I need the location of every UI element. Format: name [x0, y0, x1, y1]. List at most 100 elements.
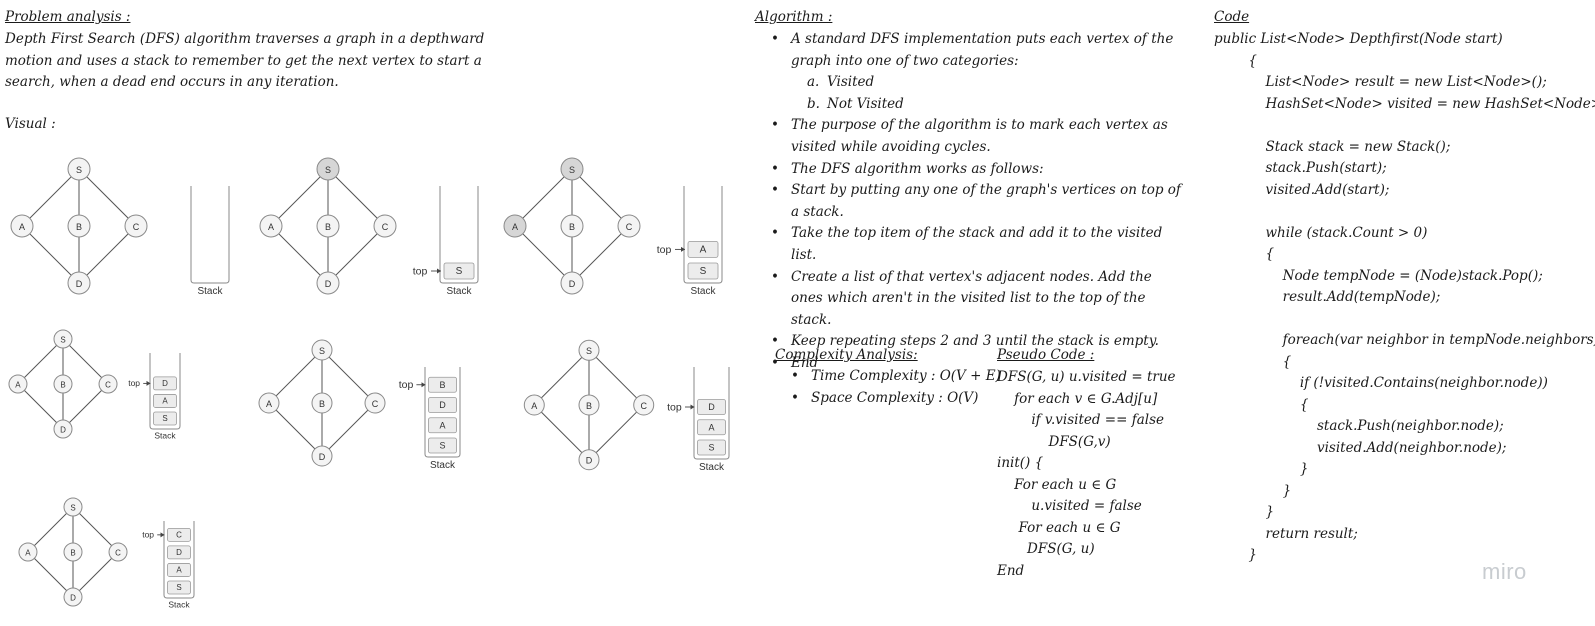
stack-container [693, 367, 730, 460]
graph-node [617, 214, 641, 238]
graph-node-label: A [268, 222, 274, 232]
graph-node-label: D [70, 593, 76, 602]
graph-node-label: B [60, 380, 65, 389]
graph-node [108, 542, 128, 562]
graph-node-label: D [60, 425, 66, 434]
graph-node-label: C [640, 401, 647, 411]
stack-item [697, 419, 726, 436]
graph-node-label: C [372, 399, 379, 409]
graph-node [364, 392, 386, 414]
complexity-item: •Time Complexity : O(V + E) [791, 368, 1001, 384]
code-line: Node tempNode = (Node)stack.Pop(); [1214, 267, 1543, 284]
complexity-list: •Time Complexity : O(V + E) •Space Compl… [775, 366, 1001, 409]
stack-label: Stack [699, 462, 725, 473]
code-line: stack.Push(neighbor.node); [1214, 418, 1504, 434]
graph-node-label: D [76, 279, 83, 289]
graph-node-label: A [25, 548, 31, 557]
graph-node [67, 214, 91, 238]
algorithm-heading: Algorithm : [755, 9, 833, 25]
graph-edge [21, 168, 80, 227]
stack-item-label: D [439, 400, 446, 410]
problem-heading: Problem analysis : [5, 9, 131, 25]
graph-node [311, 339, 333, 361]
pseudo-code-line: DFS(G,v) [997, 433, 1111, 450]
graph-node [316, 157, 340, 181]
stack-item-label: D [176, 548, 182, 557]
graph-node-label: B [586, 401, 592, 411]
stack-top-label: top [142, 530, 154, 540]
graph-node-label: C [626, 222, 633, 232]
graph-edge [17, 338, 64, 385]
pseudo-code-line: End [997, 562, 1025, 579]
stack-item [428, 437, 457, 454]
graph-node [63, 587, 83, 607]
graph-node [124, 214, 148, 238]
graph-node-label: S [325, 165, 331, 175]
code-line: { [1214, 396, 1309, 413]
code-line: } [1214, 547, 1257, 563]
graph-node-label: S [70, 503, 75, 512]
graph-node [503, 214, 527, 238]
algorithm-step: •The DFS algorithm works as follows: [771, 160, 1044, 177]
graph-edge [533, 349, 590, 406]
graph-edge [533, 404, 590, 461]
stack-container [439, 186, 479, 284]
code-line: } [1214, 482, 1292, 499]
graph-node-label: S [319, 346, 325, 356]
algorithm-step: •The purpose of the algorithm is to mark… [771, 117, 1168, 155]
stack-item-label: A [700, 245, 707, 256]
stack-item [153, 394, 177, 408]
graph-node [259, 214, 283, 238]
pseudo-code-line: u.visited = false [997, 498, 1142, 514]
stack-top-arrowhead [681, 246, 685, 252]
stack-item [687, 240, 719, 258]
stack-item-label: A [439, 420, 445, 430]
stack-item [697, 399, 726, 415]
graph-edge [588, 349, 645, 406]
graph-node [258, 392, 280, 414]
graph-node [578, 339, 600, 361]
algorithm-step: •End [771, 354, 819, 371]
graph-node [316, 271, 340, 295]
graph-edge [62, 338, 109, 385]
stack-top-arrowhead [421, 382, 426, 388]
stack-item-label: S [708, 443, 714, 453]
pseudo-code-line: For each u ∈ G [997, 476, 1117, 493]
stack-top-arrowhead [437, 268, 441, 274]
algorithm-step: •Create a list of that vertex's adjacent… [771, 268, 1152, 328]
stack-label: Stack [154, 430, 176, 440]
code-line: visited.Add(neighbor.node); [1214, 439, 1507, 456]
stack-top-label: top [413, 266, 428, 278]
graph-node-label: D [325, 279, 332, 289]
stack-item-label: D [162, 379, 168, 388]
graph-node-label: A [512, 222, 518, 232]
graph-node-label: C [133, 222, 140, 232]
graph-node [63, 497, 83, 517]
graph-edge [268, 402, 323, 457]
pseudo-code-line: DFS(G, u) [997, 541, 1095, 557]
code-line: while (stack.Count > 0) [1214, 224, 1428, 241]
stack-item [428, 376, 457, 393]
code-line [1214, 309, 1595, 331]
stack-item [428, 397, 457, 413]
graph-node-label: A [531, 401, 537, 411]
graph-node [560, 157, 584, 181]
pseudo-code-line: if v.visited == false [997, 412, 1164, 428]
pseudo-code-line: init() { [997, 455, 1044, 471]
graph-node-label: S [76, 165, 82, 175]
stack-item-label: D [708, 402, 715, 412]
graph-node-label: C [105, 380, 111, 389]
stack-item [167, 527, 191, 542]
graph-node [10, 214, 34, 238]
graph-edge [27, 551, 74, 598]
graph-node [560, 271, 584, 295]
graph-node [63, 542, 83, 562]
stack-top-arrowhead [146, 380, 151, 386]
graph-edge [571, 168, 630, 227]
visual-heading: Visual : [5, 116, 56, 132]
code-line: { [1214, 52, 1257, 69]
stack-top-label: top [399, 379, 414, 391]
graph-edge [514, 225, 573, 284]
miro-logo: miro [1482, 559, 1527, 584]
